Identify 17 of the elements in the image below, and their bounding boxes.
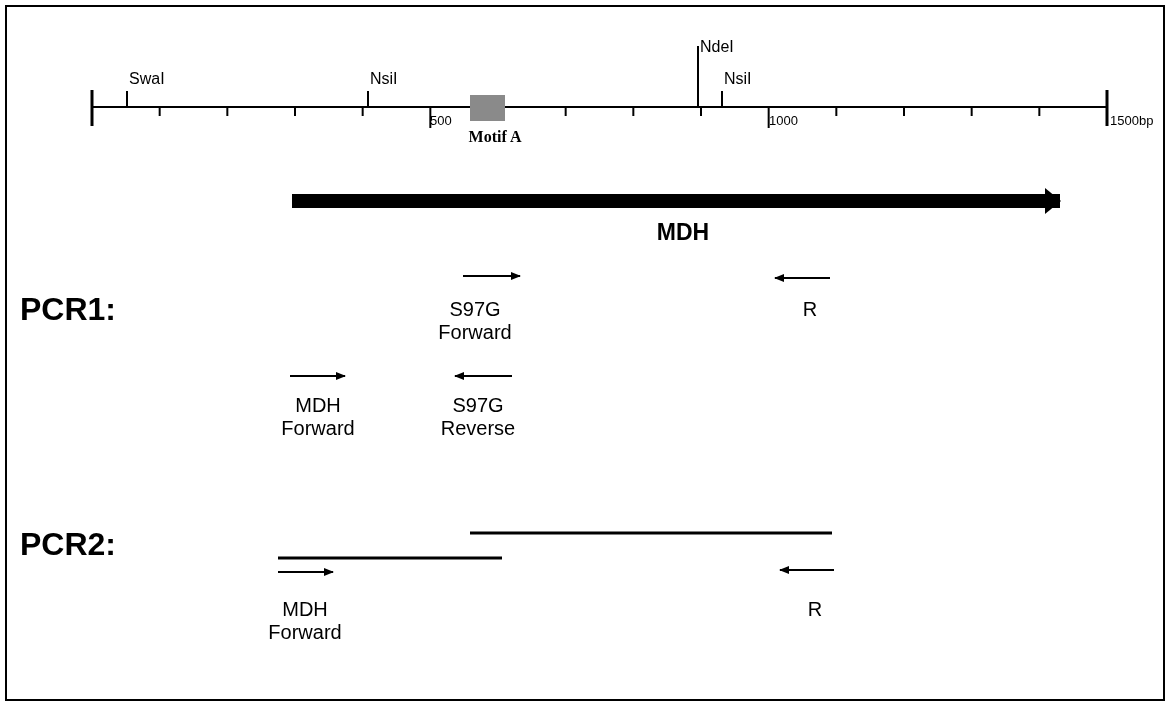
primer-label: MDH Forward [267, 598, 343, 644]
primer-label: S97G Forward [437, 298, 513, 344]
primer-label: R [806, 598, 824, 621]
scale-tick-label: 1000 [769, 114, 798, 129]
scale-tick-label: 1500bp [1110, 114, 1154, 129]
section-label: PCR1: [20, 291, 116, 328]
section-label: PCR2: [20, 526, 116, 563]
scale-tick-label: 500 [430, 114, 452, 129]
site-label: NsiI [370, 70, 398, 89]
primer-label: MDH Forward [280, 394, 356, 440]
site-label: NdeI [700, 38, 734, 57]
gene-label: MDH [655, 219, 711, 246]
motif-label: Motif A [467, 128, 523, 147]
primer-label: R [801, 298, 819, 321]
site-label: NsiI [724, 70, 752, 89]
primer-label: S97G Reverse [439, 394, 517, 440]
site-label: SwaI [129, 70, 165, 89]
